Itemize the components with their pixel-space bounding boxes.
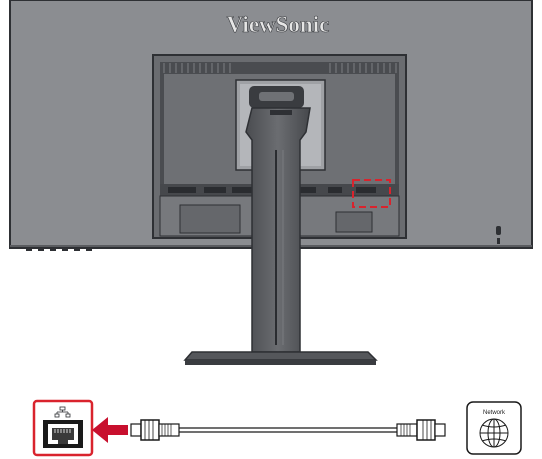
lock-icon: [496, 226, 501, 244]
network-label: Network: [483, 410, 506, 416]
ethernet-port-icon: [43, 420, 83, 448]
brand-logo: ViewSonic: [227, 12, 330, 37]
vent-grille: [160, 62, 399, 184]
network-panel: Network: [466, 401, 522, 455]
network-symbol-icon: [54, 406, 71, 418]
lock-symbol: 🔒︎: [520, 241, 523, 247]
ethernet-port-panel: [32, 399, 94, 457]
monitor-back: ViewSonic 🔒︎: [9, 0, 533, 251]
globe-icon: [479, 418, 509, 448]
monitor-stand: [183, 107, 378, 365]
stand-base: [183, 351, 378, 361]
control-buttons: [26, 248, 92, 251]
ethernet-cable-icon: [130, 419, 446, 441]
lan-port-highlight: [352, 179, 391, 208]
left-arrow-icon: [92, 417, 128, 443]
